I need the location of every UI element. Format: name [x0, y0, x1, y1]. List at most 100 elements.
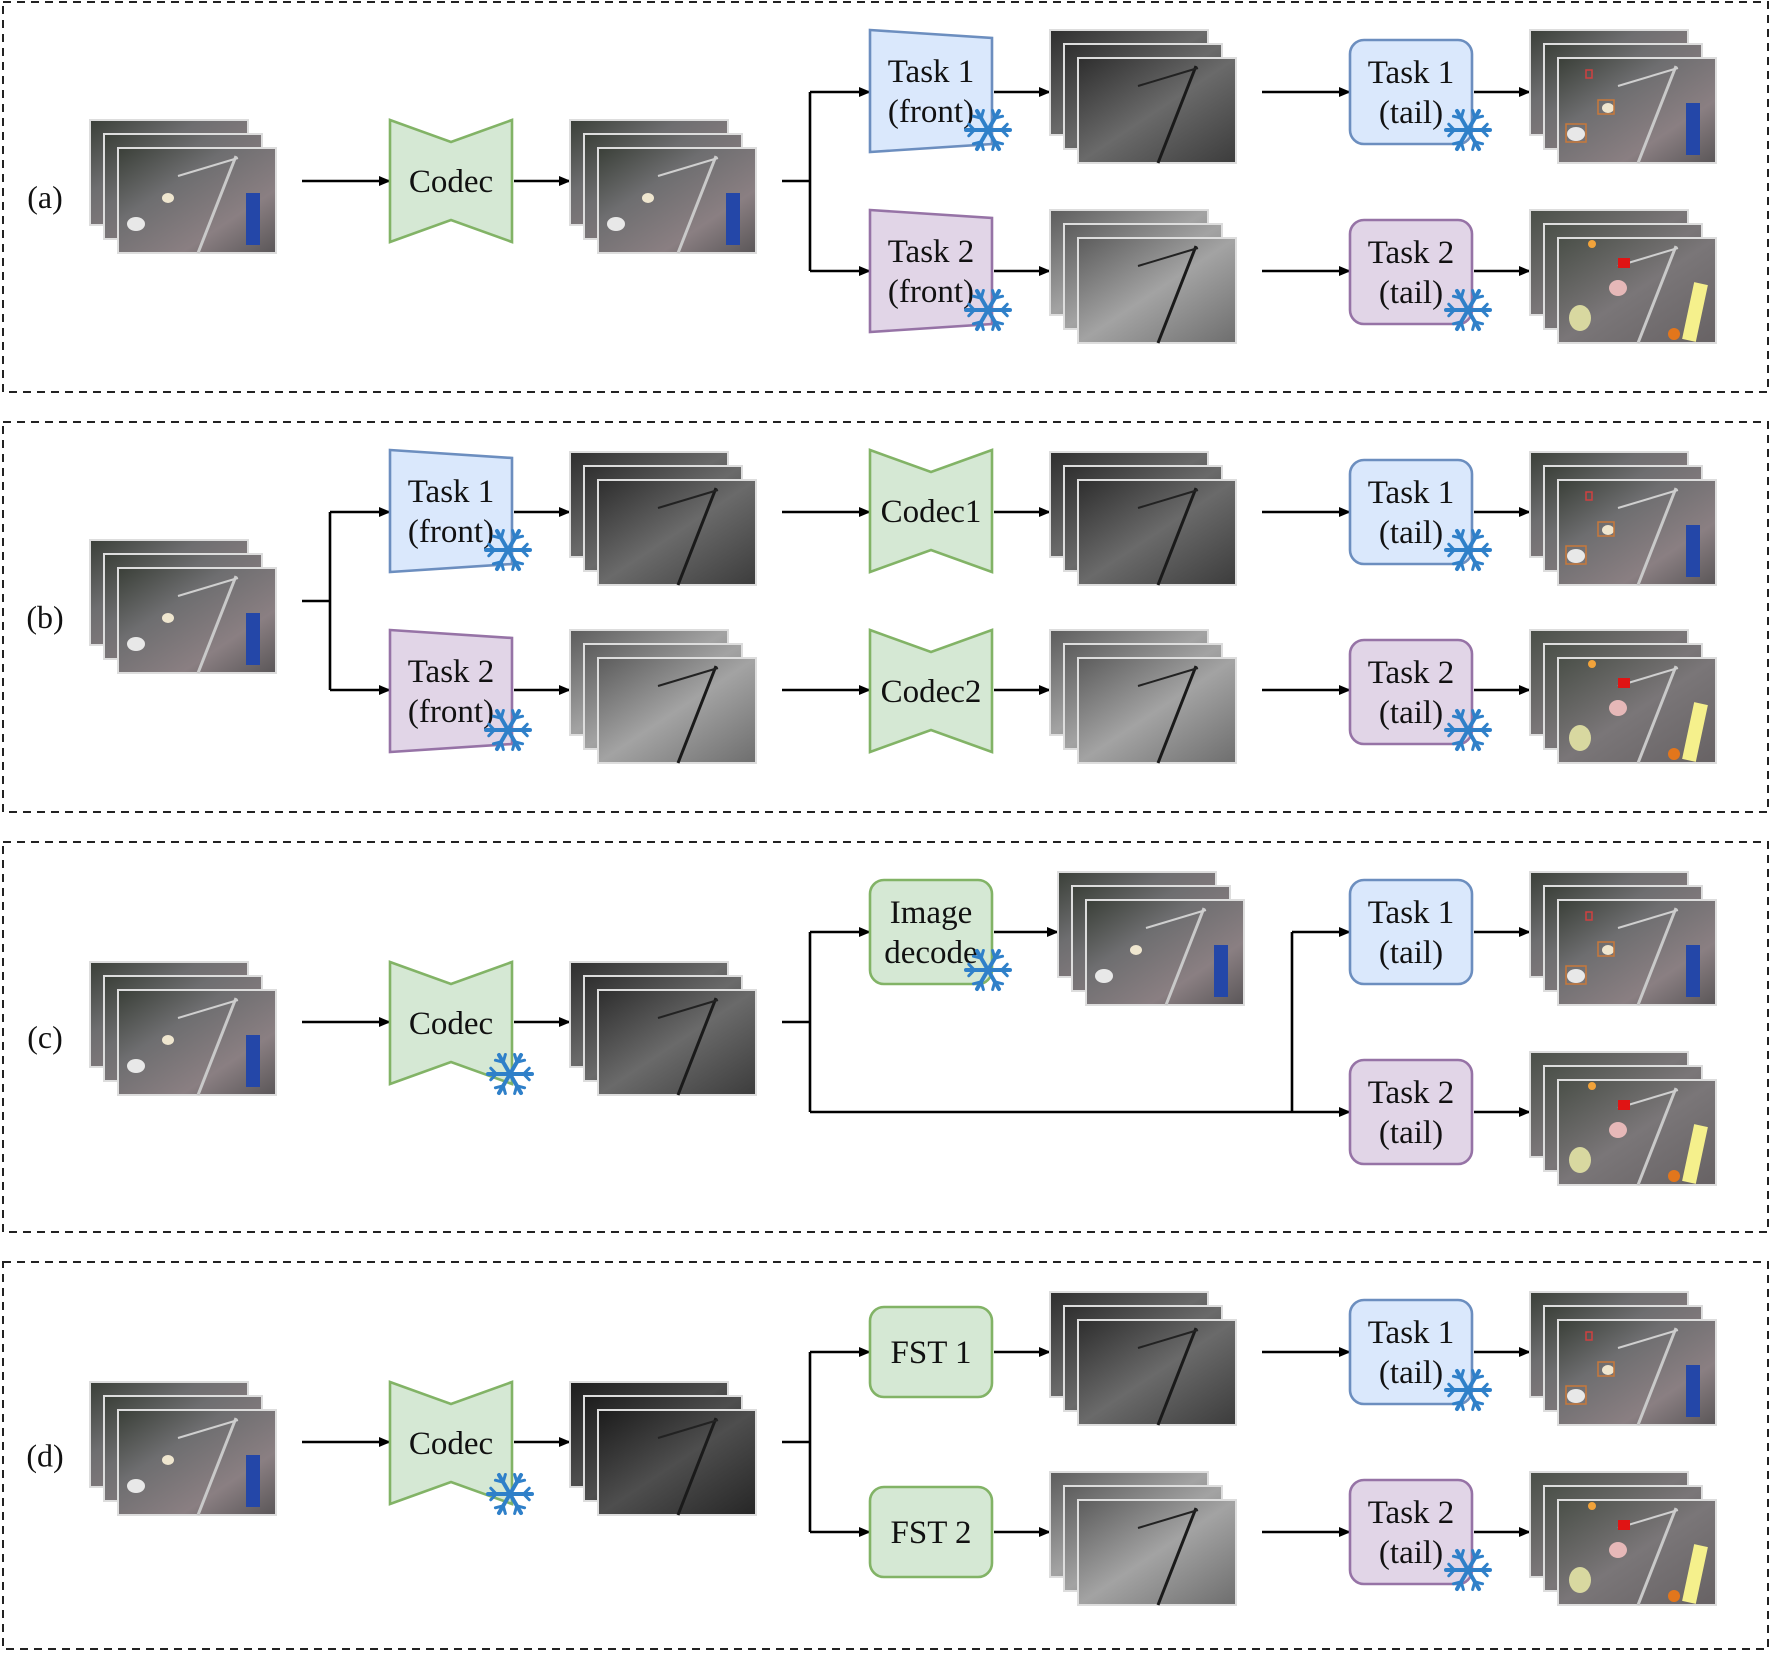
snowflake-branch [491, 714, 503, 720]
pole-line [1636, 65, 1678, 164]
snowflake-branch [515, 1504, 527, 1510]
trapezoid-shape [388, 448, 514, 574]
image-frame [1557, 237, 1717, 344]
block-label: Codec [409, 164, 493, 200]
snowflake-icon [484, 708, 532, 752]
segmentation-output [1529, 1471, 1717, 1606]
image-frame [1077, 237, 1237, 344]
block-label: Codec2 [881, 674, 982, 710]
snowflake-branch [511, 528, 517, 540]
roadside-sign [246, 193, 260, 245]
detection-box [1565, 1385, 1587, 1405]
transformed-features [1049, 1471, 1237, 1606]
segment-mask [1618, 1100, 1630, 1110]
block-label: Task 1 [408, 474, 495, 510]
segment-mask [1682, 1544, 1708, 1604]
pole-line [1636, 665, 1678, 764]
block-label: (tail) [1379, 1355, 1443, 1391]
car [127, 217, 145, 231]
pole-arm [1617, 909, 1679, 929]
task-front-block: Task 2(front) [388, 628, 514, 754]
snowflake-branch [1451, 114, 1463, 120]
block-label: Codec1 [881, 494, 982, 530]
task-tail-block: Task 2(tail) [1348, 1478, 1474, 1586]
pole-arm [177, 157, 239, 177]
segment-mask [1588, 1082, 1596, 1090]
block-label: Task 1 [1368, 895, 1455, 931]
snowflake-branch [991, 288, 997, 300]
task-front-block: Task 1(front) [388, 448, 514, 574]
block-label: Task 1 [1368, 1315, 1455, 1351]
car [1567, 549, 1585, 563]
rounded-box [1348, 458, 1474, 566]
panel-border [2, 421, 1769, 813]
car [162, 613, 174, 623]
roadside-sign [1686, 103, 1700, 155]
image-frame [597, 479, 757, 586]
snowflake-icon [486, 1052, 534, 1096]
snowflake-branch [1480, 1382, 1489, 1392]
pole-line [196, 575, 238, 674]
image-frame [597, 657, 757, 764]
snowflake-branch [1459, 1580, 1465, 1592]
roadside-sign [726, 193, 740, 245]
block-label: Task 2 [1368, 1495, 1455, 1531]
input-frames [89, 119, 277, 254]
detection-box [1597, 941, 1615, 957]
snowflake-icon [1444, 708, 1492, 752]
snowflake-branch [513, 740, 525, 746]
block-label: Task 2 [888, 234, 975, 270]
snowflake-branch [1447, 128, 1456, 138]
car [1567, 127, 1585, 141]
detection-box [1565, 123, 1587, 143]
snowflake-branch [1473, 1580, 1485, 1586]
snowflake-icon [1444, 288, 1492, 332]
segment-mask [1618, 258, 1630, 268]
block-label: Image [890, 895, 972, 931]
snowflake-branch [520, 722, 529, 732]
compressed-features [569, 1381, 757, 1516]
snowflake-branch [501, 1504, 507, 1516]
task-tail-block: Task 2(tail) [1348, 638, 1474, 746]
pole-arm [1137, 667, 1199, 687]
snowflake-branch [1459, 560, 1465, 572]
snowflake-branch [1473, 560, 1485, 566]
image-frame [1077, 1319, 1237, 1426]
snowflake-branch [501, 1084, 507, 1096]
task-tail-block: Task 1(tail) [1348, 458, 1474, 566]
snowflake-icon [1444, 1368, 1492, 1412]
block-label: decode [884, 935, 977, 971]
segment-mask [1668, 748, 1680, 760]
detection-output [1529, 1291, 1717, 1426]
segment-mask [1682, 1124, 1708, 1184]
snowflake-branch [1000, 962, 1009, 972]
detection-box [1597, 99, 1615, 115]
codec-shape [388, 1380, 514, 1506]
car [1602, 945, 1614, 955]
codec-block: Codec [388, 1380, 514, 1506]
task-tail-block: Task 2(tail) [1348, 1058, 1474, 1166]
detection-box [1565, 545, 1587, 565]
car [162, 1035, 174, 1045]
snowflake-branch [1447, 1568, 1456, 1578]
block-label: Task 2 [1368, 655, 1455, 691]
pole-line [1636, 1507, 1678, 1606]
decoded-frames [1057, 871, 1245, 1006]
reconstructed-features [1049, 629, 1237, 764]
segment-mask [1569, 1147, 1591, 1173]
detection-output [1529, 451, 1717, 586]
car [127, 637, 145, 651]
pole-line [1156, 245, 1198, 344]
snowflake-branch [993, 320, 1005, 326]
pole-line [676, 1417, 718, 1516]
segment-mask [1682, 282, 1708, 342]
pole-line [676, 487, 718, 586]
input-frames [89, 961, 277, 1096]
transformed-features [1049, 1291, 1237, 1426]
panel-label: (c) [27, 1019, 63, 1055]
roadside-sign [1686, 525, 1700, 577]
snowflake-branch [1459, 740, 1465, 752]
fst-block: FST 1 [868, 1305, 994, 1399]
pole-arm [177, 999, 239, 1019]
